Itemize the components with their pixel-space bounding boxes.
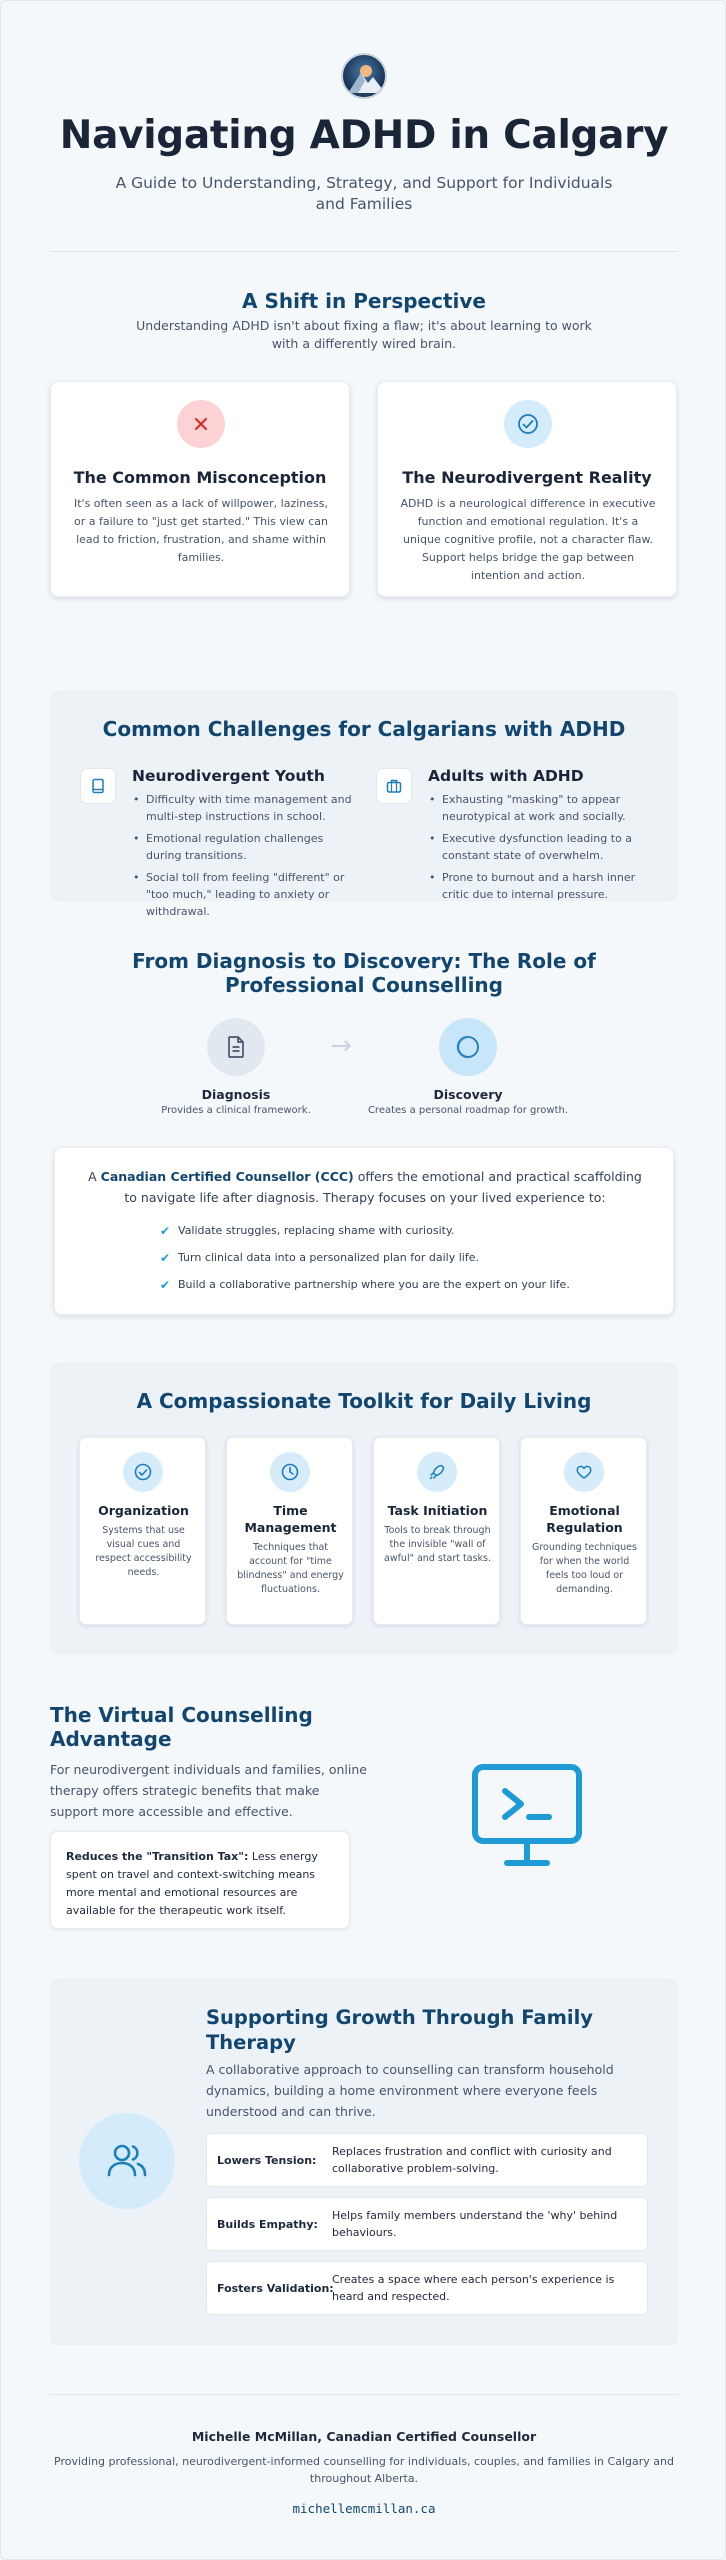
toolkit-card-time: Time Management Techniques that account … [226,1437,353,1625]
list-item: ✔Turn clinical data into a personalized … [160,1251,479,1265]
footer-name: Michelle McMillan, Canadian Certified Co… [191,2429,537,2444]
card-title: The Common Misconception [73,468,327,487]
card-title: The Neurodivergent Reality [402,468,652,487]
section-title-diagnosis: From Diagnosis to Discovery: The Role of… [132,949,596,997]
card-title: Task Initiation [387,1503,488,1518]
benefit-key: Builds Empathy: [217,2217,318,2231]
briefcase-icon [376,768,412,804]
divider [50,2394,678,2395]
family-text: A collaborative approach to counselling … [206,2062,614,2119]
card-text: It's often seen as a lack of willpower, … [74,497,328,564]
book-icon [80,768,116,804]
card-text: Tools to break through the invisible "wa… [384,1525,491,1564]
check-list: ✔Validate struggles, replacing shame wit… [160,1222,570,1303]
toolkit-card-task: Task Initiation Tools to break through t… [373,1437,500,1625]
arrow-right-icon: → [330,1031,352,1061]
list-item: Exhausting "masking" to appear neurotypi… [428,791,648,825]
section-title-family: Supporting Growth Through Family Therapy [206,2006,593,2054]
website-link[interactable]: michellemcmillan.ca [292,2501,436,2516]
monitor-terminal-icon [471,1763,583,1867]
card-text: Systems that use visual cues and respect… [95,1525,192,1578]
divider [50,251,678,252]
rocket-icon [417,1452,457,1492]
checkmark-icon: ✔ [160,1278,171,1292]
card-text: Grounding techniques for when the world … [532,1542,637,1595]
benefit-row: Builds Empathy: Helps family members und… [206,2197,648,2251]
benefit-key: Lowers Tension: [217,2153,317,2167]
transition-tax-text: Reduces the "Transition Tax": Less energ… [66,1850,318,1917]
ccc-text: A Canadian Certified Counsellor (CCC) of… [88,1169,642,1205]
youth-title: Neurodivergent Youth [132,767,325,785]
adults-title: Adults with ADHD [428,767,584,785]
document-icon [207,1018,265,1076]
page-subtitle: A Guide to Understanding, Strategy, and … [115,174,613,213]
card-text: ADHD is a neurological difference in exe… [400,497,656,582]
benefit-value: Creates a space where each person's expe… [332,2273,615,2303]
list-item: Executive dysfunction leading to a const… [428,830,648,864]
mountain-logo-icon [341,53,387,99]
step-sub: Provides a clinical framework. [161,1105,311,1116]
card-title: Time Management [244,1503,337,1535]
section-title-perspective: A Shift in Perspective [242,289,486,313]
clock-icon [270,1452,310,1492]
benefit-value: Helps family members understand the 'why… [332,2209,618,2239]
list-item: Social toll from feeling "different" or … [132,869,356,920]
checkmark-icon: ✔ [160,1224,171,1238]
check-circle-icon [123,1452,163,1492]
misconception-card: The Common Misconception It's often seen… [50,381,350,597]
benefit-row: Fosters Validation: Creates a space wher… [206,2261,648,2315]
perspective-lead: Understanding ADHD isn't about fixing a … [136,318,592,351]
benefit-row: Lowers Tension: Replaces frustration and… [206,2133,648,2187]
virtual-text: For neurodivergent individuals and famil… [50,1762,367,1819]
section-title-toolkit: A Compassionate Toolkit for Daily Living [136,1389,592,1413]
list-item: Prone to burnout and a harsh inner criti… [428,869,648,903]
list-item: Emotional regulation challenges during t… [132,830,356,864]
users-icon [79,2113,175,2209]
benefit-value: Replaces frustration and conflict with c… [332,2145,612,2175]
step-sub: Creates a personal roadmap for growth. [367,1105,569,1116]
transition-tax-box: Reduces the "Transition Tax": Less energ… [50,1831,350,1929]
compass-circle-icon [439,1018,497,1076]
checkmark-icon: ✔ [160,1251,171,1265]
ccc-strong: Canadian Certified Counsellor (CCC) [100,1169,354,1184]
ccc-card: A Canadian Certified Counsellor (CCC) of… [54,1147,674,1315]
card-title: Emotional Regulation [546,1503,623,1535]
step-label: Diagnosis [201,1087,271,1102]
step-label: Discovery [433,1087,503,1102]
footer-description: Providing professional, neurodivergent-i… [54,2455,674,2485]
benefit-key: Fosters Validation: [217,2281,334,2295]
section-title-challenges: Common Challenges for Calgarians with AD… [102,717,626,741]
page-title: Navigating ADHD in Calgary [59,113,669,158]
card-text: Techniques that account for "time blindn… [237,1542,344,1595]
list-item: ✔Validate struggles, replacing shame wit… [160,1224,455,1238]
list-item: Difficulty with time management and mult… [132,791,356,825]
list-item: ✔Build a collaborative partnership where… [160,1278,570,1292]
toolkit-card-organization: Organization Systems that use visual cue… [79,1437,206,1625]
x-icon [177,400,225,448]
adults-list: Exhausting "masking" to appear neurotypi… [428,791,648,908]
section-title-virtual: The Virtual Counselling Advantage [50,1703,313,1751]
check-circle-icon [504,400,552,448]
youth-list: Difficulty with time management and mult… [132,791,356,925]
card-title: Organization [98,1503,189,1518]
toolkit-card-emotional: Emotional Regulation Grounding technique… [520,1437,647,1625]
heart-icon [564,1452,604,1492]
reality-card: The Neurodivergent Reality ADHD is a neu… [377,381,677,597]
